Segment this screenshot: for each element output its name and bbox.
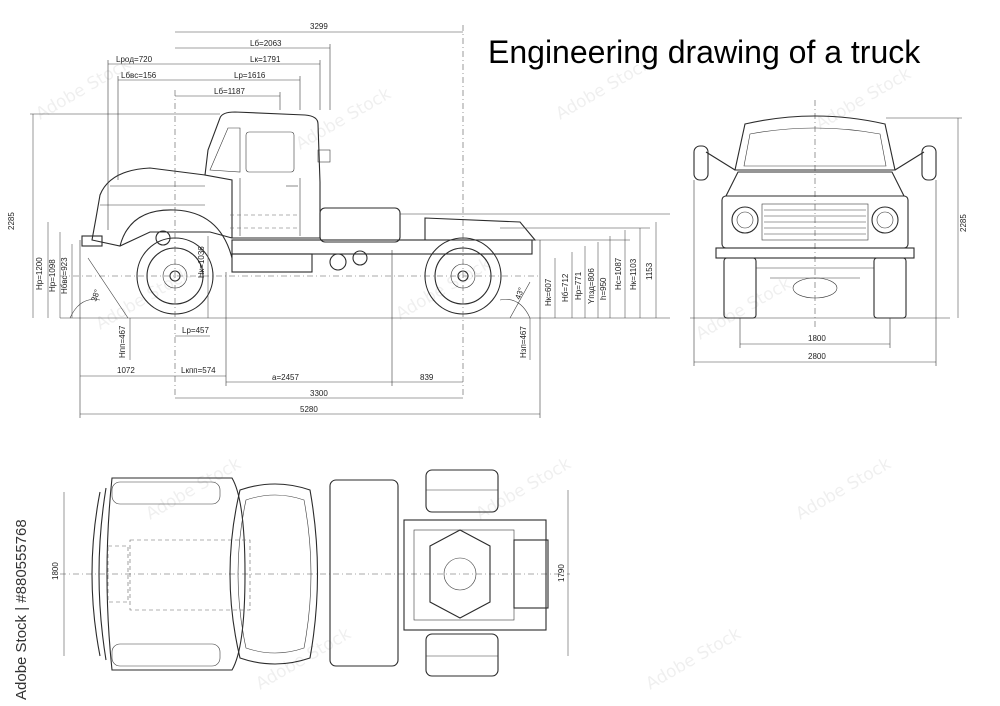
svg-text:Hк=1036: Hк=1036 xyxy=(197,246,206,278)
top-rear-wheel-left xyxy=(425,469,499,513)
side-dimensions-right: Hк=607 Hб=712 Hp=771 Yпзд=806 h=950 Hc=1… xyxy=(400,213,670,318)
top-rear-frame xyxy=(403,519,547,631)
svg-text:1800: 1800 xyxy=(808,334,826,343)
svg-text:Hзп=467: Hзп=467 xyxy=(519,326,528,358)
svg-text:Lк=1791: Lк=1791 xyxy=(250,55,281,64)
svg-text:3299: 3299 xyxy=(310,22,328,31)
svg-text:Hк=607: Hк=607 xyxy=(544,278,553,306)
drawing-title: Engineering drawing of a truck xyxy=(488,34,921,70)
chassis-frame xyxy=(231,239,533,255)
top-view: 1800 1790 xyxy=(51,469,570,677)
svg-text:Lрoд=720: Lрoд=720 xyxy=(116,55,153,64)
top-tank xyxy=(329,479,399,667)
svg-text:Hб=712: Hб=712 xyxy=(561,273,570,302)
svg-text:Adobe Stock: Adobe Stock xyxy=(793,454,895,525)
svg-text:1790: 1790 xyxy=(557,564,566,582)
svg-text:Adobe Stock: Adobe Stock xyxy=(393,254,495,325)
svg-text:Lp=1616: Lp=1616 xyxy=(234,71,266,80)
svg-text:Yпзд=806: Yпзд=806 xyxy=(587,268,596,304)
watermark-pattern: Adobe Stock Adobe Stock Adobe Stock Adob… xyxy=(33,54,915,695)
top-fifth-wheel xyxy=(429,529,491,619)
tank-box xyxy=(319,207,401,243)
side-dimensions-top: 3299 Lб=2063 Lк=1791 Lp=1616 Lб=1187 Lрo… xyxy=(107,22,463,230)
side-view: 3299 Lб=2063 Lк=1791 Lp=1616 Lб=1187 Lрo… xyxy=(7,22,670,418)
svg-text:1153: 1153 xyxy=(645,262,654,280)
front-bumper xyxy=(81,235,103,247)
svg-text:1072: 1072 xyxy=(117,366,135,375)
front-view: 2285 1800 2800 xyxy=(690,100,968,366)
svg-text:Lб=2063: Lб=2063 xyxy=(250,39,282,48)
svg-text:2800: 2800 xyxy=(808,352,826,361)
svg-text:Hc=1087: Hc=1087 xyxy=(614,257,623,290)
cab-outline xyxy=(204,111,321,239)
left-headlight xyxy=(731,206,759,234)
svg-text:2285: 2285 xyxy=(7,212,16,230)
side-mirror xyxy=(317,149,331,163)
svg-text:2285: 2285 xyxy=(959,214,968,232)
right-mirror xyxy=(921,145,937,181)
right-headlight xyxy=(871,206,899,234)
svg-text:Hp=1098: Hp=1098 xyxy=(48,259,57,292)
left-mirror xyxy=(693,145,709,181)
svg-text:Hбвс=923: Hбвс=923 xyxy=(60,257,69,294)
svg-text:Adobe Stock: Adobe Stock xyxy=(293,84,395,155)
cab-windshield xyxy=(209,127,241,173)
svg-text:43°: 43° xyxy=(513,286,526,300)
top-cab xyxy=(229,483,319,665)
svg-text:Adobe Stock: Adobe Stock xyxy=(643,624,745,695)
svg-text:Hp=1200: Hp=1200 xyxy=(35,257,44,290)
front-cab xyxy=(734,115,896,171)
svg-text:Hпп=467: Hпп=467 xyxy=(118,325,127,358)
hood-outline xyxy=(91,167,233,247)
svg-text:h=950: h=950 xyxy=(599,277,608,300)
svg-text:3300: 3300 xyxy=(310,389,328,398)
top-rear-wheel-right xyxy=(425,633,499,677)
front-view-right-wheel xyxy=(873,257,907,319)
side-dimensions-left: 2285 Hp=1200 Hp=1098 Hбвс=923 Hк=1036 38… xyxy=(7,113,526,318)
side-dimensions-bottom: Lp=457 Hпп=467 Hзп=467 1072 Lкпп=574 a=2… xyxy=(79,240,541,418)
svg-text:Adobe Stock: Adobe Stock xyxy=(693,274,795,345)
svg-text:Lp=457: Lp=457 xyxy=(182,326,209,335)
svg-text:Adobe Stock: Adobe Stock xyxy=(143,454,245,525)
svg-text:Hp=771: Hp=771 xyxy=(574,271,583,300)
svg-text:839: 839 xyxy=(420,373,434,382)
front-view-bumper xyxy=(715,247,915,259)
fifth-wheel xyxy=(424,217,537,241)
svg-text:a=2457: a=2457 xyxy=(272,373,299,382)
svg-text:Adobe Stock: Adobe Stock xyxy=(473,454,575,525)
svg-text:Lб=1187: Lб=1187 xyxy=(214,87,245,96)
top-front-bumper xyxy=(91,491,101,657)
svg-text:Hк=1103: Hк=1103 xyxy=(629,258,638,290)
svg-text:38°: 38° xyxy=(89,288,102,302)
svg-text:1800: 1800 xyxy=(51,562,60,580)
fuel-tank xyxy=(231,253,313,273)
svg-text:Lбвс=156: Lбвс=156 xyxy=(121,71,157,80)
svg-text:Adobe Stock: Adobe Stock xyxy=(813,64,915,135)
cab-door-window xyxy=(245,131,295,173)
svg-text:5280: 5280 xyxy=(300,405,318,414)
svg-text:Adobe Stock: Adobe Stock xyxy=(253,624,355,695)
stock-credit: Adobe Stock | #880555768 xyxy=(13,519,30,700)
grille xyxy=(761,203,869,241)
svg-text:Lкпп=574: Lкпп=574 xyxy=(181,366,216,375)
